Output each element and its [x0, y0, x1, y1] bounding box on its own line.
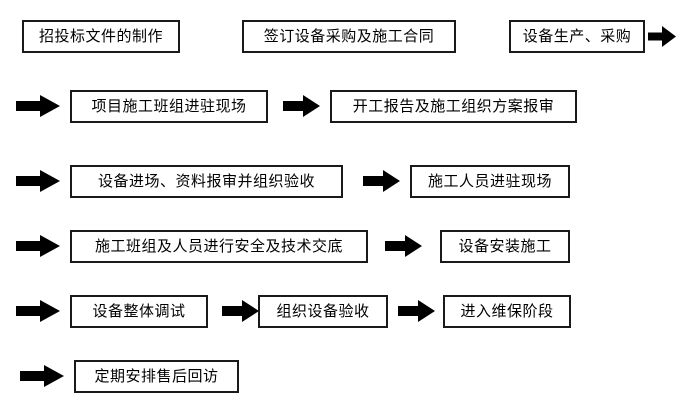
arrow-right-icon	[20, 365, 64, 387]
flow-node-overall-commissioning[interactable]: 设备整体调试	[70, 295, 208, 328]
flow-node-commencement-report[interactable]: 开工报告及施工组织方案报审	[330, 90, 577, 123]
flow-node-label: 项目施工班组进驻现场	[91, 97, 247, 115]
flow-node-equipment-arrival[interactable]: 设备进场、资料报审并组织验收	[70, 165, 343, 198]
arrow-right-icon	[385, 235, 422, 257]
flow-node-label: 组织设备验收	[276, 302, 370, 320]
arrow-right-icon	[398, 300, 435, 322]
flow-node-workers-entry[interactable]: 施工人员进驻现场	[410, 165, 570, 198]
arrow-right-icon	[648, 26, 676, 47]
flow-node-label: 进入维保阶段	[460, 302, 554, 320]
flow-node-safety-technical-disclosure[interactable]: 施工班组及人员进行安全及技术交底	[70, 230, 368, 263]
arrow-right-icon	[222, 300, 259, 322]
flow-node-label: 施工人员进驻现场	[427, 172, 552, 190]
flow-node-maintenance-phase[interactable]: 进入维保阶段	[443, 295, 571, 328]
arrow-right-icon	[363, 170, 400, 192]
flow-node-label: 设备安装施工	[458, 237, 552, 255]
flow-node-equipment-installation[interactable]: 设备安装施工	[440, 230, 570, 263]
flow-node-label: 招投标文件的制作	[38, 27, 163, 45]
flow-node-label: 开工报告及施工组织方案报审	[352, 97, 555, 115]
flow-node-label: 施工班组及人员进行安全及技术交底	[94, 237, 343, 255]
arrow-right-icon	[283, 95, 320, 117]
arrow-right-icon	[16, 170, 60, 192]
flow-node-equipment-production[interactable]: 设备生产、采购	[509, 20, 645, 53]
flow-node-label: 定期安排售后回访	[94, 367, 219, 385]
flow-node-acceptance-organization[interactable]: 组织设备验收	[258, 295, 388, 328]
flow-node-after-sales-visit[interactable]: 定期安排售后回访	[74, 360, 239, 393]
arrow-right-icon	[16, 235, 60, 257]
flow-node-label: 设备整体调试	[92, 302, 186, 320]
flow-node-bidding-document[interactable]: 招投标文件的制作	[22, 20, 180, 53]
flow-node-team-entry[interactable]: 项目施工班组进驻现场	[70, 90, 268, 123]
arrow-right-icon	[16, 300, 60, 322]
flow-node-sign-contract[interactable]: 签订设备采购及施工合同	[242, 20, 456, 53]
flow-node-label: 签订设备采购及施工合同	[263, 27, 435, 45]
arrow-right-icon	[16, 95, 60, 117]
flow-node-label: 设备生产、采购	[522, 27, 632, 45]
flow-node-label: 设备进场、资料报审并组织验收	[97, 172, 315, 190]
